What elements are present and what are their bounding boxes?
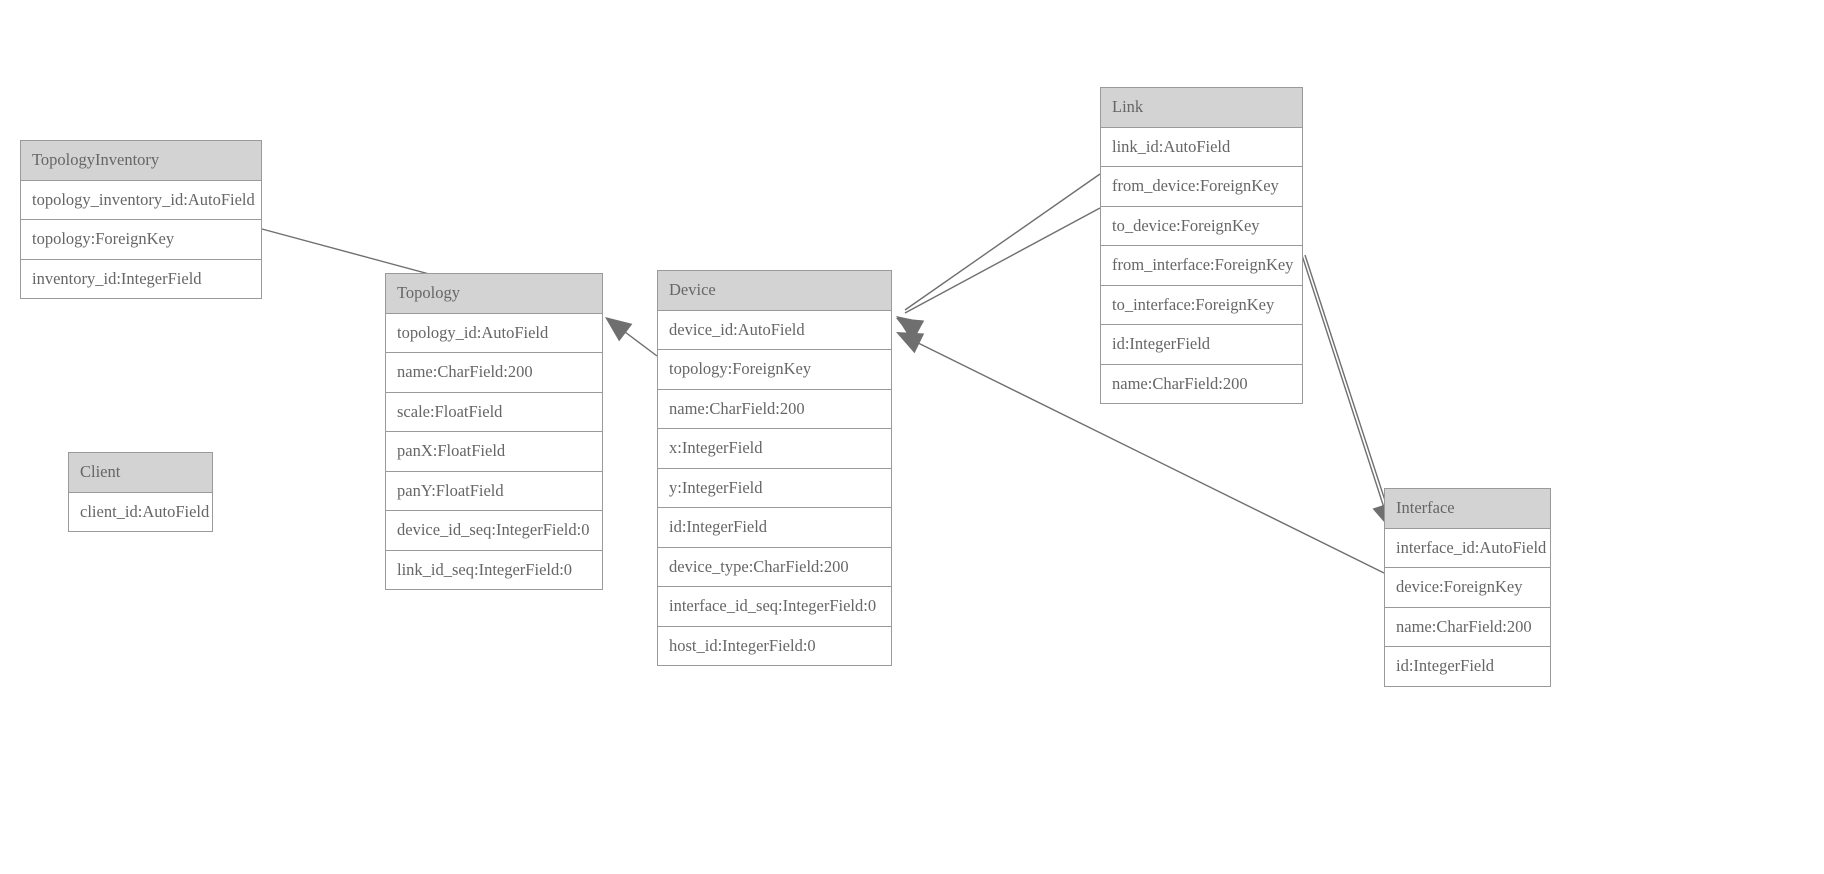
entity-title-topology: Topology bbox=[386, 274, 602, 314]
entity-title-client: Client bbox=[69, 453, 212, 493]
entity-field: device_id:AutoField bbox=[658, 310, 891, 350]
entity-field: topology:ForeignKey bbox=[658, 350, 891, 390]
relation-line-link-from-device bbox=[904, 173, 1101, 311]
entity-title-device: Device bbox=[658, 271, 891, 311]
entity-field: from_interface:ForeignKey bbox=[1101, 246, 1302, 286]
entity-field: id:IntegerField bbox=[1101, 325, 1302, 365]
entity-field: link_id:AutoField bbox=[1101, 127, 1302, 167]
entity-field: name:CharField:200 bbox=[386, 353, 602, 393]
entity-field: to_interface:ForeignKey bbox=[1101, 285, 1302, 325]
entity-field: name:CharField:200 bbox=[658, 389, 891, 429]
entity-title-interface: Interface bbox=[1385, 489, 1550, 529]
entity-field: topology_inventory_id:AutoField bbox=[21, 180, 261, 220]
entity-field: to_device:ForeignKey bbox=[1101, 206, 1302, 246]
entity-field: from_device:ForeignKey bbox=[1101, 167, 1302, 207]
entity-field: host_id:IntegerField:0 bbox=[658, 626, 891, 665]
arrowhead-link-from-device bbox=[896, 316, 924, 340]
entity-title-link: Link bbox=[1101, 88, 1302, 128]
relation-line-link-to-interface bbox=[1304, 254, 1393, 523]
entity-field: topology:ForeignKey bbox=[21, 220, 261, 260]
entity-field: device:ForeignKey bbox=[1385, 568, 1550, 608]
entity-field: panX:FloatField bbox=[386, 432, 602, 472]
entity-field: inventory_id:IntegerField bbox=[21, 259, 261, 298]
entity-field: id:IntegerField bbox=[1385, 647, 1550, 686]
entity-field: scale:FloatField bbox=[386, 392, 602, 432]
entity-field: id:IntegerField bbox=[658, 508, 891, 548]
arrowhead-device-topology bbox=[605, 317, 633, 342]
arrowhead-link-to-device bbox=[896, 318, 925, 340]
entity-field: link_id_seq:IntegerField:0 bbox=[386, 550, 602, 589]
relation-line-link-to-device bbox=[904, 207, 1101, 314]
entity-field: topology_id:AutoField bbox=[386, 313, 602, 353]
arrowhead-interface-device bbox=[896, 332, 925, 354]
entity-field: device_type:CharField:200 bbox=[658, 547, 891, 587]
entity-title-topologyinventory: TopologyInventory bbox=[21, 141, 261, 181]
entity-field: name:CharField:200 bbox=[1101, 364, 1302, 403]
entity-field: name:CharField:200 bbox=[1385, 607, 1550, 647]
entity-field: device_id_seq:IntegerField:0 bbox=[386, 511, 602, 551]
entity-field: interface_id:AutoField bbox=[1385, 528, 1550, 568]
entity-field: client_id:AutoField bbox=[69, 492, 212, 531]
relation-line-device-topology bbox=[612, 322, 658, 357]
entity-field: y:IntegerField bbox=[658, 468, 891, 508]
entity-field: x:IntegerField bbox=[658, 429, 891, 469]
entity-field: panY:FloatField bbox=[386, 471, 602, 511]
entity-field: interface_id_seq:IntegerField:0 bbox=[658, 587, 891, 627]
relation-line-link-from-interface bbox=[1297, 242, 1389, 521]
